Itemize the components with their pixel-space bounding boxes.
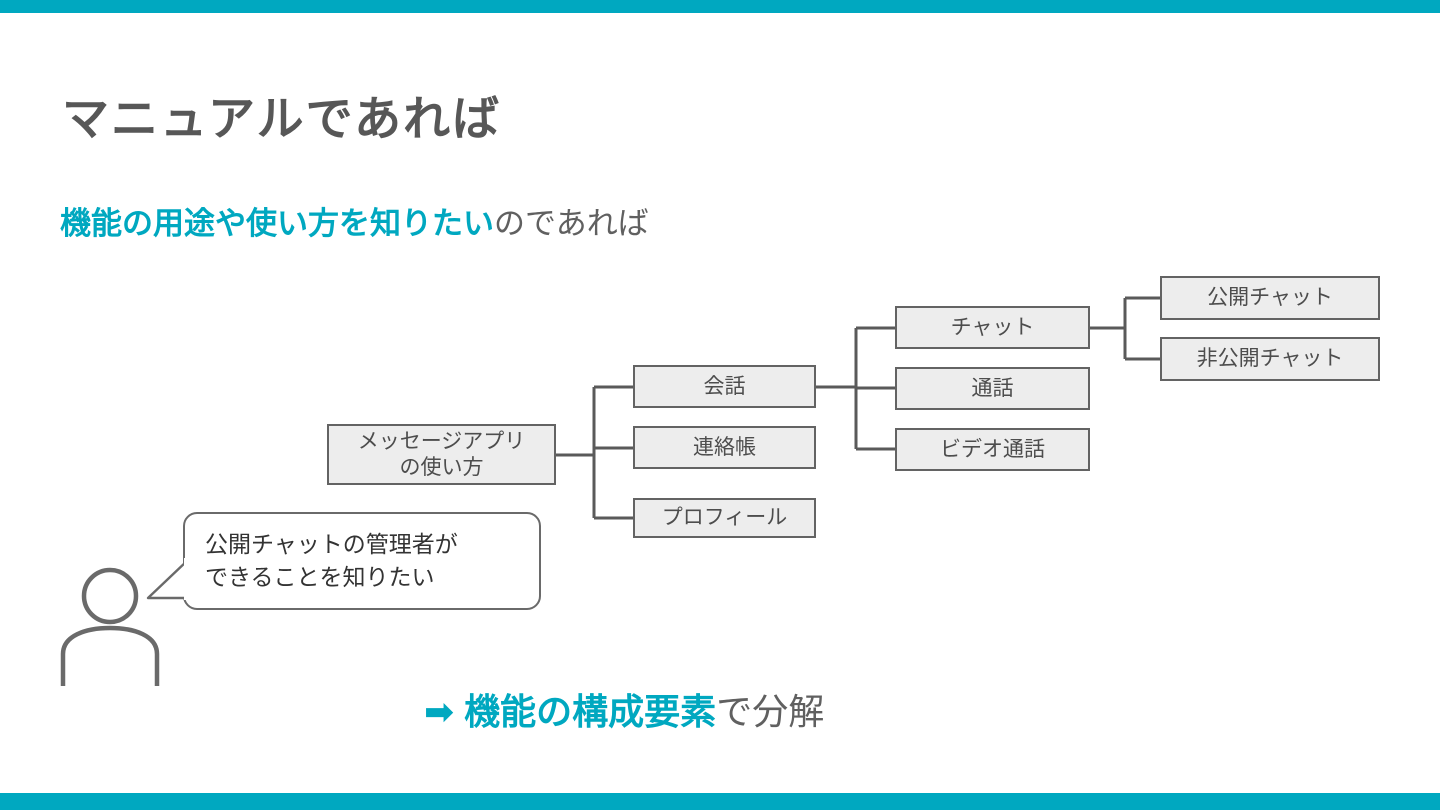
page-title: マニュアルであれば <box>62 92 502 145</box>
tree-node-kaiwa[interactable]: 会話 <box>633 365 816 408</box>
speech-bubble-tail <box>146 558 194 600</box>
subtitle: 機能の用途や使い方を知りたいのであれば <box>60 205 649 242</box>
tree-node-root[interactable]: メッセージアプリ の使い方 <box>327 424 556 485</box>
tree-node-renraku[interactable]: 連絡帳 <box>633 426 816 469</box>
tree-node-private-chat[interactable]: 非公開チャット <box>1160 337 1380 381</box>
speech-bubble <box>183 512 541 610</box>
tree-node-tsuwa[interactable]: 通話 <box>895 367 1090 410</box>
top-accent-bar <box>0 0 1440 13</box>
bottom-accent-bar <box>0 793 1440 810</box>
tree-node-profile[interactable]: プロフィール <box>633 498 816 538</box>
arrow-right-icon: ➡ <box>424 691 455 732</box>
conclusion-accent-text: 機能の構成要素 <box>464 691 717 732</box>
conclusion-plain-text: で分解 <box>716 691 825 732</box>
tree-node-video[interactable]: ビデオ通話 <box>895 428 1090 471</box>
conclusion-line: ➡機能の構成要素で分解 <box>424 692 824 732</box>
speech-bubble-text: 公開チャットの管理者が できることを知りたい <box>205 531 458 590</box>
subtitle-plain-text: のであれば <box>494 206 649 241</box>
tree-node-chat[interactable]: チャット <box>895 306 1090 349</box>
person-icon <box>60 567 160 686</box>
subtitle-accent-text: 機能の用途や使い方を知りたい <box>60 206 494 241</box>
tree-node-public-chat[interactable]: 公開チャット <box>1160 276 1380 320</box>
